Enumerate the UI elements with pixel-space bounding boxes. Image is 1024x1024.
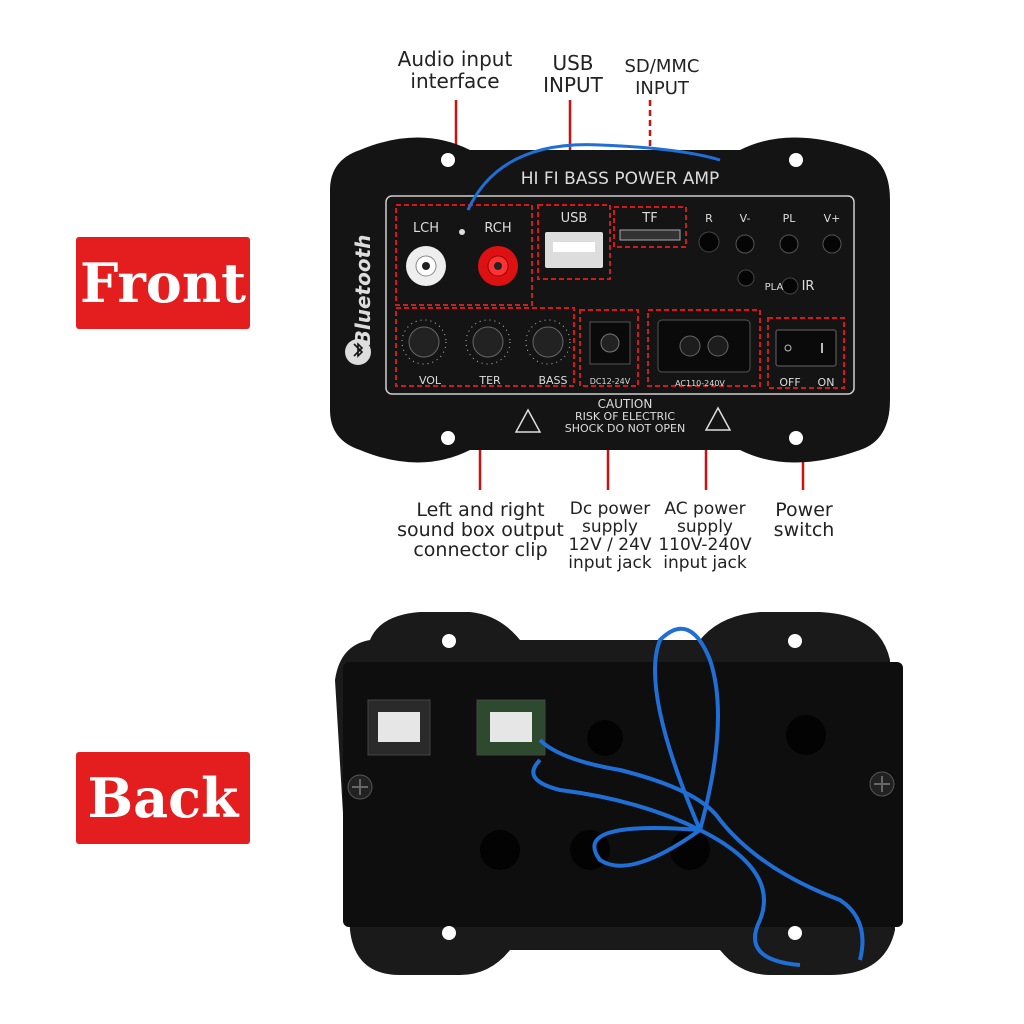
mount-hole [442, 634, 456, 648]
ter-label: TER [478, 374, 501, 387]
back-hole [587, 720, 623, 756]
bass-knob [525, 319, 571, 365]
rch-label: RCH [484, 221, 511, 236]
ir-label: IR [802, 279, 815, 294]
bass-label: BASS [538, 374, 567, 387]
mount-hole [788, 634, 802, 648]
ac-label: AC110-240V [675, 379, 725, 388]
back-hole [480, 830, 520, 870]
mount-hole [789, 431, 803, 445]
dc-label: DC12-24V [590, 377, 631, 386]
back-tag: Back [76, 752, 250, 844]
caution-label: CAUTION [598, 397, 653, 411]
play-button [779, 234, 799, 254]
tf-label: TF [641, 211, 657, 226]
front-panel-body [330, 137, 890, 463]
on-label: ON [818, 376, 835, 389]
warning-icon [704, 406, 732, 431]
front-tag: Front [76, 237, 250, 329]
vminus-label: V- [740, 212, 751, 225]
risk-label: RISK OF ELECTRIC [575, 410, 675, 423]
callout-ac-power: AC power supply 110V-240V input jack [658, 499, 752, 573]
off-label: OFF [779, 376, 800, 389]
mount-hole [441, 431, 455, 445]
ir-sensor [698, 231, 720, 253]
mount-hole [789, 153, 803, 167]
usb-label: USB [561, 211, 588, 226]
back-hole [786, 715, 826, 755]
back-hole [670, 830, 710, 870]
tf-slot [619, 229, 681, 241]
warning-icon [514, 408, 542, 433]
volume-knob [401, 319, 447, 365]
vol-label: VOL [419, 374, 442, 387]
shock-label: SHOCK DO NOT OPEN [565, 422, 686, 435]
ac-socket [657, 319, 751, 373]
treble-knob [465, 319, 511, 365]
prev-button [735, 234, 755, 254]
callout-dc-power: Dc power supply 12V / 24V input jack [568, 499, 652, 573]
back-wire [531, 626, 865, 967]
speaker-connector [378, 712, 420, 742]
callout-speaker-output: Left and right sound box output connecto… [397, 499, 564, 561]
pla-label: PLA [765, 282, 784, 293]
mount-hole [788, 926, 802, 940]
mount-hole [441, 153, 455, 167]
lch-label: LCH [413, 221, 439, 236]
pl-label: PL [783, 212, 797, 225]
panel-brand: Bluetooth [351, 235, 375, 346]
front-wire [466, 143, 721, 211]
callout-usb-input: USB INPUT [543, 51, 603, 97]
panel-title: HI FI BASS POWER AMP [521, 169, 720, 189]
wire-connector [490, 712, 532, 742]
r-label: R [705, 212, 713, 225]
callout-power-switch: Power switch [773, 499, 835, 541]
next-button [822, 234, 842, 254]
callout-audio-input: Audio input interface [397, 47, 513, 93]
callout-sd-input: SD/MMC INPUT [624, 56, 700, 99]
mount-hole [442, 926, 456, 940]
vplus-label: V+ [824, 212, 841, 225]
power-switch [775, 329, 837, 367]
